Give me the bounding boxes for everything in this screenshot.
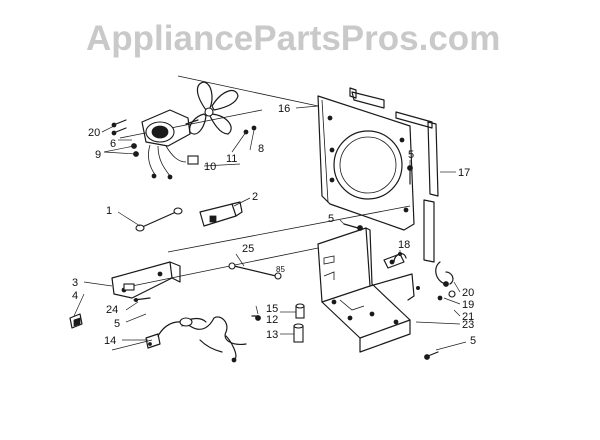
- callout-85: 85: [276, 265, 285, 274]
- callout-5-shroud: 5: [408, 149, 414, 161]
- callout-25: 25: [242, 243, 254, 255]
- callout-3: 3: [72, 277, 78, 289]
- callout-11: 11: [226, 153, 237, 165]
- callout-14: 14: [104, 335, 116, 347]
- sensor-rod: [228, 262, 282, 280]
- callout-17: 17: [458, 167, 470, 179]
- callout-2: 2: [252, 191, 258, 203]
- power-cord: [145, 316, 247, 363]
- callout-15: 15: [266, 303, 278, 315]
- retaining-clip: [133, 297, 151, 302]
- base-bracket: [317, 227, 415, 353]
- capacitor: [199, 201, 243, 227]
- callout-1: 1: [106, 205, 112, 217]
- callout-20-lower: 20: [462, 287, 474, 299]
- watermark-text: AppliancePartsPros.com: [86, 19, 500, 58]
- harness-lead: [135, 207, 183, 232]
- callout-8: 8: [258, 143, 264, 155]
- callout-16: 16: [278, 103, 290, 115]
- spacer-upper: [295, 303, 305, 319]
- callout-6: 6: [110, 138, 116, 150]
- callout-18: 18: [398, 239, 410, 251]
- fan-blade: [189, 81, 239, 135]
- control-knob: [69, 313, 83, 329]
- callout-5-cord: 5: [114, 318, 120, 330]
- callout-5-base: 5: [470, 335, 476, 347]
- gasket-strips: [349, 87, 439, 263]
- spacer-lower: [293, 323, 304, 343]
- callout-12: 12: [266, 314, 278, 326]
- callout-13: 13: [266, 329, 278, 341]
- callout-5-mid: 5: [328, 213, 334, 225]
- control-bracket: [111, 261, 181, 299]
- callout-9: 9: [95, 149, 101, 161]
- assembly-guide-lines: [111, 75, 411, 351]
- callout-20-upper: 20: [88, 127, 100, 139]
- callout-24: 24: [106, 304, 118, 316]
- drain-fitting: [415, 261, 456, 301]
- callout-19: 19: [462, 299, 474, 311]
- callout-10: 10: [204, 161, 216, 173]
- callout-4: 4: [72, 290, 78, 302]
- fan-shroud: [317, 95, 415, 231]
- motor-screws: [111, 119, 257, 136]
- callout-23: 23: [462, 319, 474, 331]
- leader-lines: [73, 105, 467, 351]
- callout-labels: 20 6 9 8 11 10 16 5 17 1 2 5 25 18 85 3 …: [72, 103, 476, 347]
- callout-21: 21: [462, 311, 474, 323]
- fan-motor: [131, 109, 199, 180]
